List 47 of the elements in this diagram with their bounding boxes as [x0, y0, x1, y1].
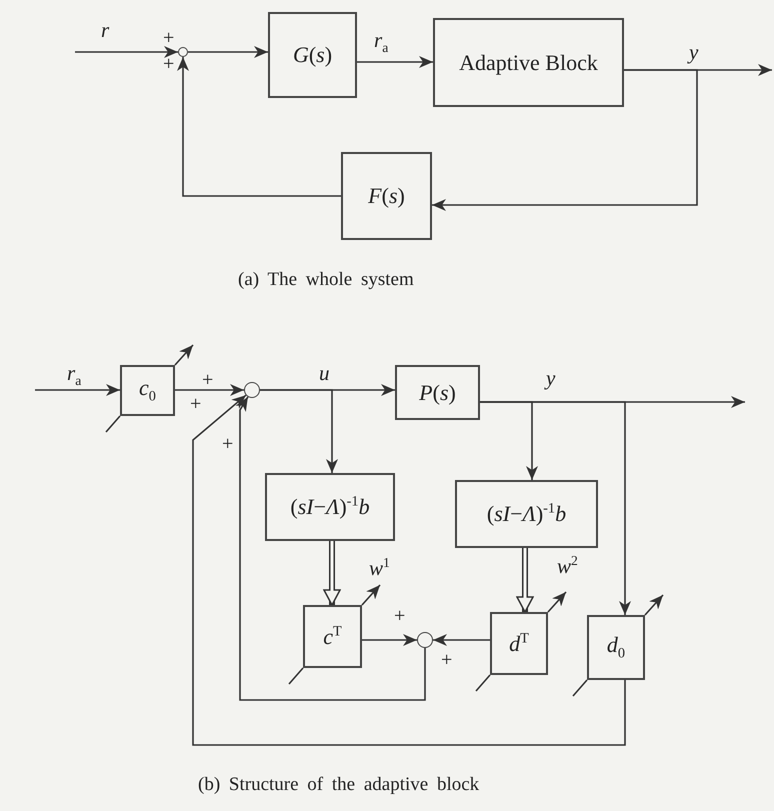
- summing-junction: [178, 47, 188, 57]
- summing-junction: [417, 632, 433, 648]
- block-box: [490, 612, 548, 675]
- block-label: P(s): [419, 378, 456, 406]
- sign-label: +: [222, 434, 234, 454]
- block-box: [303, 605, 362, 668]
- signal-arrow: [236, 396, 426, 701]
- block-label: c$^{T}$: [323, 622, 342, 650]
- block-box: [268, 12, 357, 98]
- block-box: [265, 473, 395, 541]
- sign-label: +: [394, 606, 406, 626]
- sign-label: +: [441, 650, 452, 670]
- signal-arrow: [480, 401, 631, 615]
- signal-arrow: [175, 384, 244, 396]
- sign-label: +: [163, 54, 174, 74]
- block-box: [395, 365, 480, 420]
- block-box: [587, 615, 645, 680]
- double-line-arrow: [516, 548, 534, 613]
- signal-arrow: [177, 57, 341, 197]
- block-box: [120, 365, 175, 416]
- double-line-arrow: [323, 541, 341, 606]
- signal-arrow: [433, 634, 490, 646]
- signal-arrow: [357, 56, 433, 68]
- block-label: (sI−Λ)$^{-1}$b: [290, 493, 370, 521]
- block-label: (sI−Λ)$^{-1}$b: [486, 500, 566, 528]
- block-label: F(s): [368, 182, 405, 210]
- figure-caption: (a) The whole system: [238, 270, 414, 289]
- block-box: [341, 152, 432, 240]
- sign-label: +: [190, 394, 202, 414]
- block-box: [433, 18, 624, 107]
- signal-arrow: [432, 69, 698, 211]
- summing-junction: [244, 382, 260, 398]
- signal-arrow: [362, 634, 417, 646]
- block-label: d$_{0}$: [606, 631, 626, 664]
- figure-caption: (b) Structure of the adaptive block: [198, 775, 480, 794]
- signal-arrow: [192, 394, 626, 746]
- block-box: [455, 480, 598, 548]
- block-label: Adaptive Block: [459, 48, 598, 76]
- signal-arrow: [35, 384, 120, 396]
- signal-arrow: [188, 46, 268, 58]
- signal-arrow: [75, 46, 178, 58]
- signal-arrow: [260, 389, 338, 473]
- block-label: d$^{T}$: [509, 630, 529, 658]
- block-label: c$_{0}$: [139, 374, 156, 407]
- sign-label: +: [163, 28, 174, 48]
- block-label: G(s): [292, 41, 332, 69]
- sign-label: +: [202, 370, 214, 390]
